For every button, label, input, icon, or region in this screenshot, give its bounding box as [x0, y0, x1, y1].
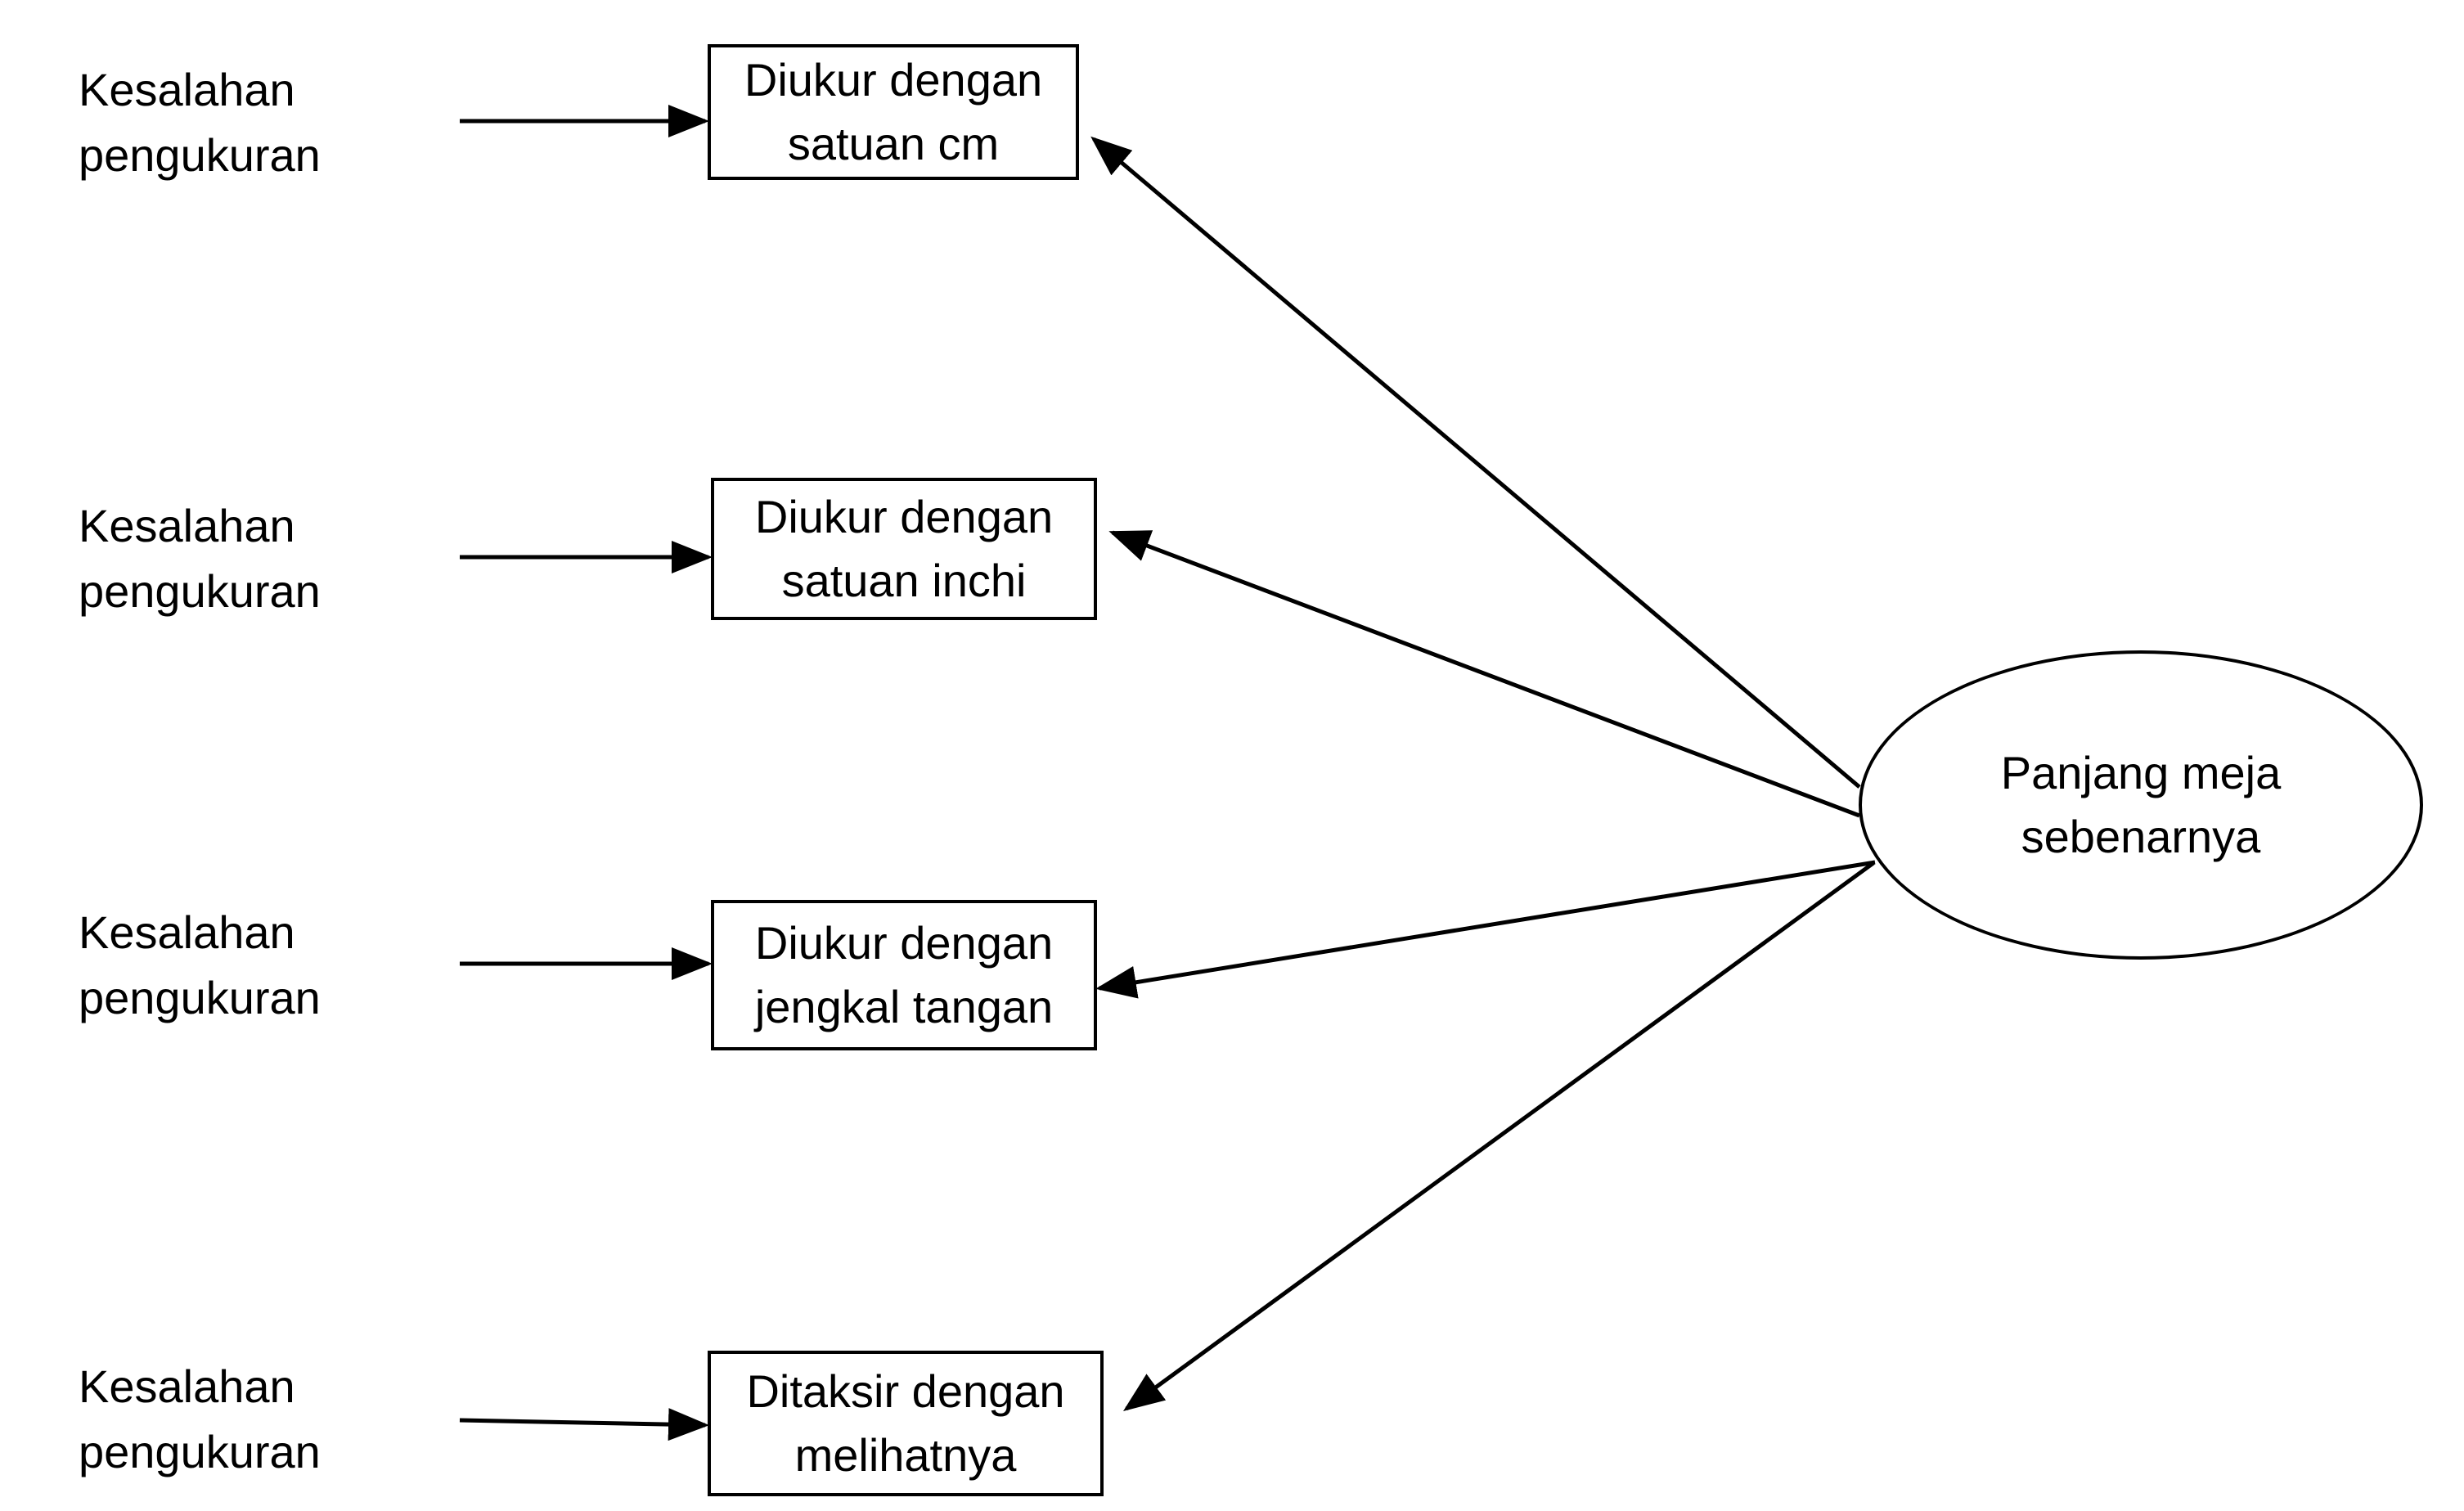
loading-arrow-1: [1090, 136, 1861, 789]
indicator-1-line1: Diukur dengan: [744, 54, 1043, 106]
indicator-1-line2: satuan cm: [787, 118, 1000, 169]
indicator-3-line1: Diukur dengan: [754, 917, 1054, 969]
error-label-4-line2: pengukuran: [79, 1426, 321, 1477]
indicator-box-taksir: Ditaksir dengan melihatnya: [708, 1351, 1104, 1496]
indicator-2-line1: Diukur dengan: [754, 491, 1054, 542]
indicator-box-inchi: Diukur dengan satuan inchi: [711, 478, 1097, 620]
error-label-4: Kesalahan pengukuran: [79, 1354, 321, 1485]
error-label-2-line2: pengukuran: [79, 565, 321, 617]
error-label-2: Kesalahan pengukuran: [79, 493, 321, 624]
indicator-box-cm: Diukur dengan satuan cm: [708, 44, 1079, 180]
loading-arrow-2: [1108, 530, 1860, 818]
error-label-1-line2: pengukuran: [79, 129, 321, 181]
latent-line2: sebenarnya: [2021, 811, 2261, 862]
indicator-box-jengkal: Diukur dengan jengkal tangan: [711, 900, 1097, 1050]
error-label-4-line1: Kesalahan: [79, 1360, 295, 1412]
error-label-1-line1: Kesalahan: [79, 64, 295, 115]
indicator-4-line1: Ditaksir dengan: [746, 1365, 1065, 1417]
latent-ellipse: Panjang meja sebenarnya: [1859, 650, 2423, 960]
loading-arrow-3: [1095, 860, 1876, 999]
latent-line1: Panjang meja: [2000, 747, 2282, 798]
error-label-3: Kesalahan pengukuran: [79, 900, 321, 1031]
indicator-2-line2: satuan inchi: [781, 555, 1027, 606]
error-label-3-line2: pengukuran: [79, 972, 321, 1023]
loading-arrow-4: [1122, 861, 1875, 1411]
error-label-3-line1: Kesalahan: [79, 906, 295, 958]
indicator-3-line2: jengkal tangan: [754, 981, 1054, 1032]
error-arrow-4: [459, 1408, 709, 1441]
error-label-1: Kesalahan pengukuran: [79, 57, 321, 188]
indicator-4-line2: melihatnya: [794, 1429, 1017, 1481]
error-label-2-line1: Kesalahan: [79, 500, 295, 551]
